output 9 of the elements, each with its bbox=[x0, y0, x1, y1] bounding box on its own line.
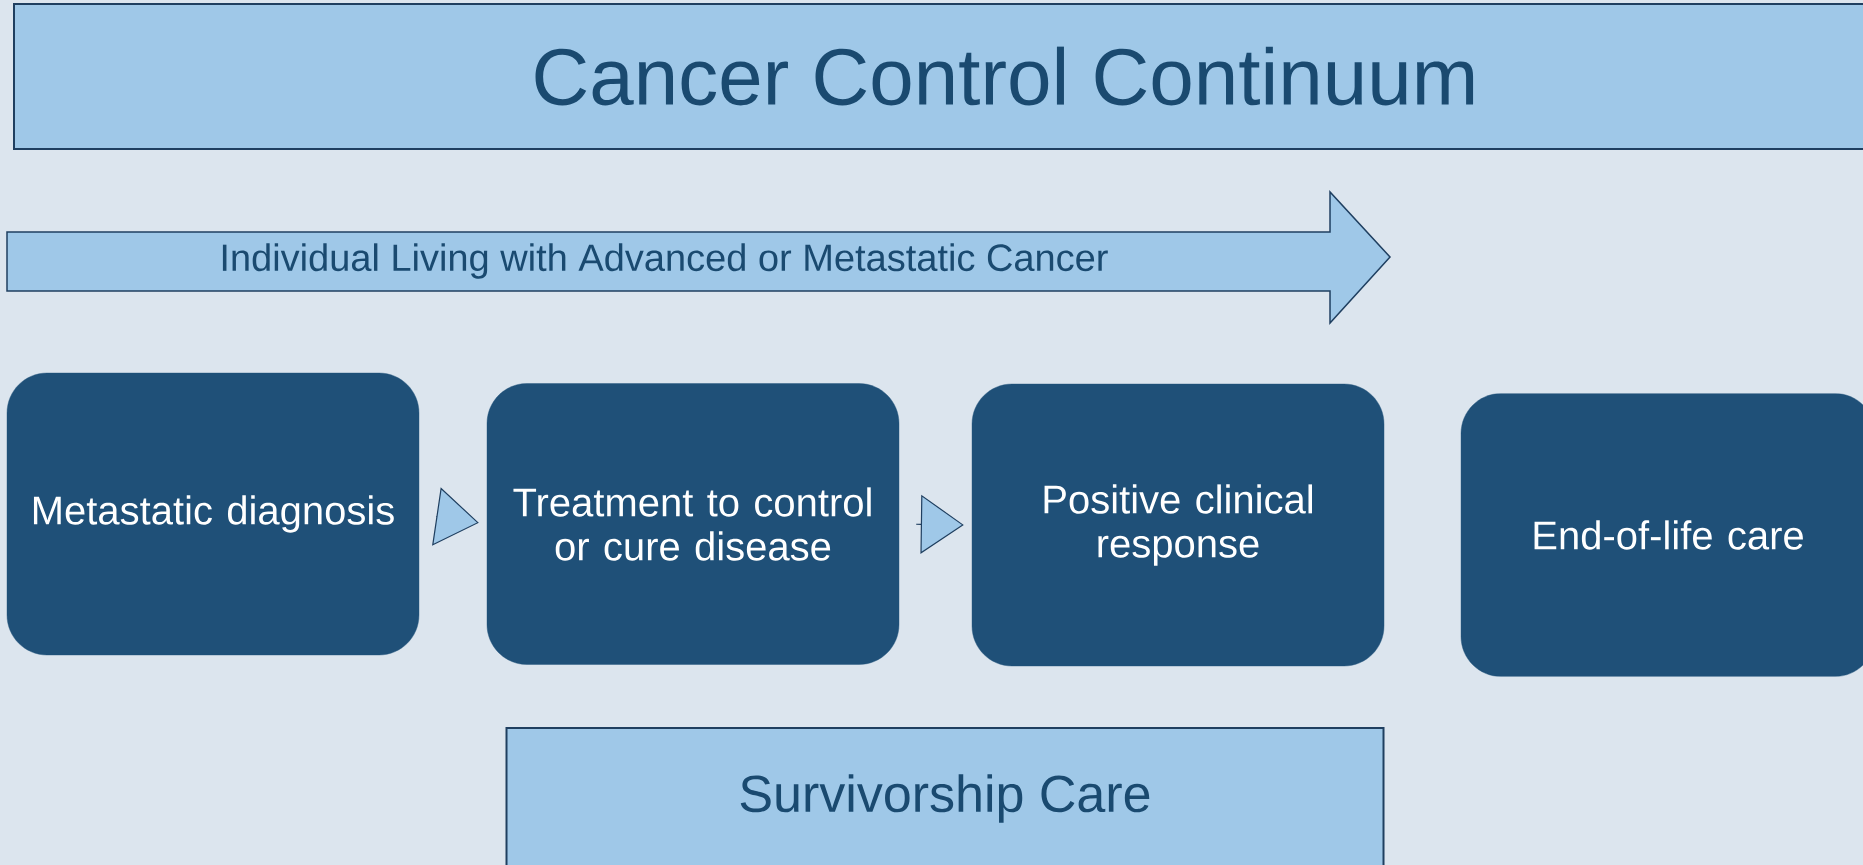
process-box: Treatment to control or cure disease bbox=[486, 383, 900, 665]
process-box: Metastatic diagnosis bbox=[6, 372, 420, 656]
arrow bbox=[915, 494, 964, 554]
arrow bbox=[432, 487, 479, 546]
process-box: Positive clinical response bbox=[971, 383, 1385, 667]
title-banner: Cancer Control Continuum bbox=[13, 3, 1863, 150]
arrow-banner: Individual Living with Advanced or Metastatic Cancer bbox=[6, 190, 1392, 325]
label-box: Survivorship Care bbox=[505, 727, 1385, 865]
process-box: End-of-life care bbox=[1460, 393, 1863, 677]
